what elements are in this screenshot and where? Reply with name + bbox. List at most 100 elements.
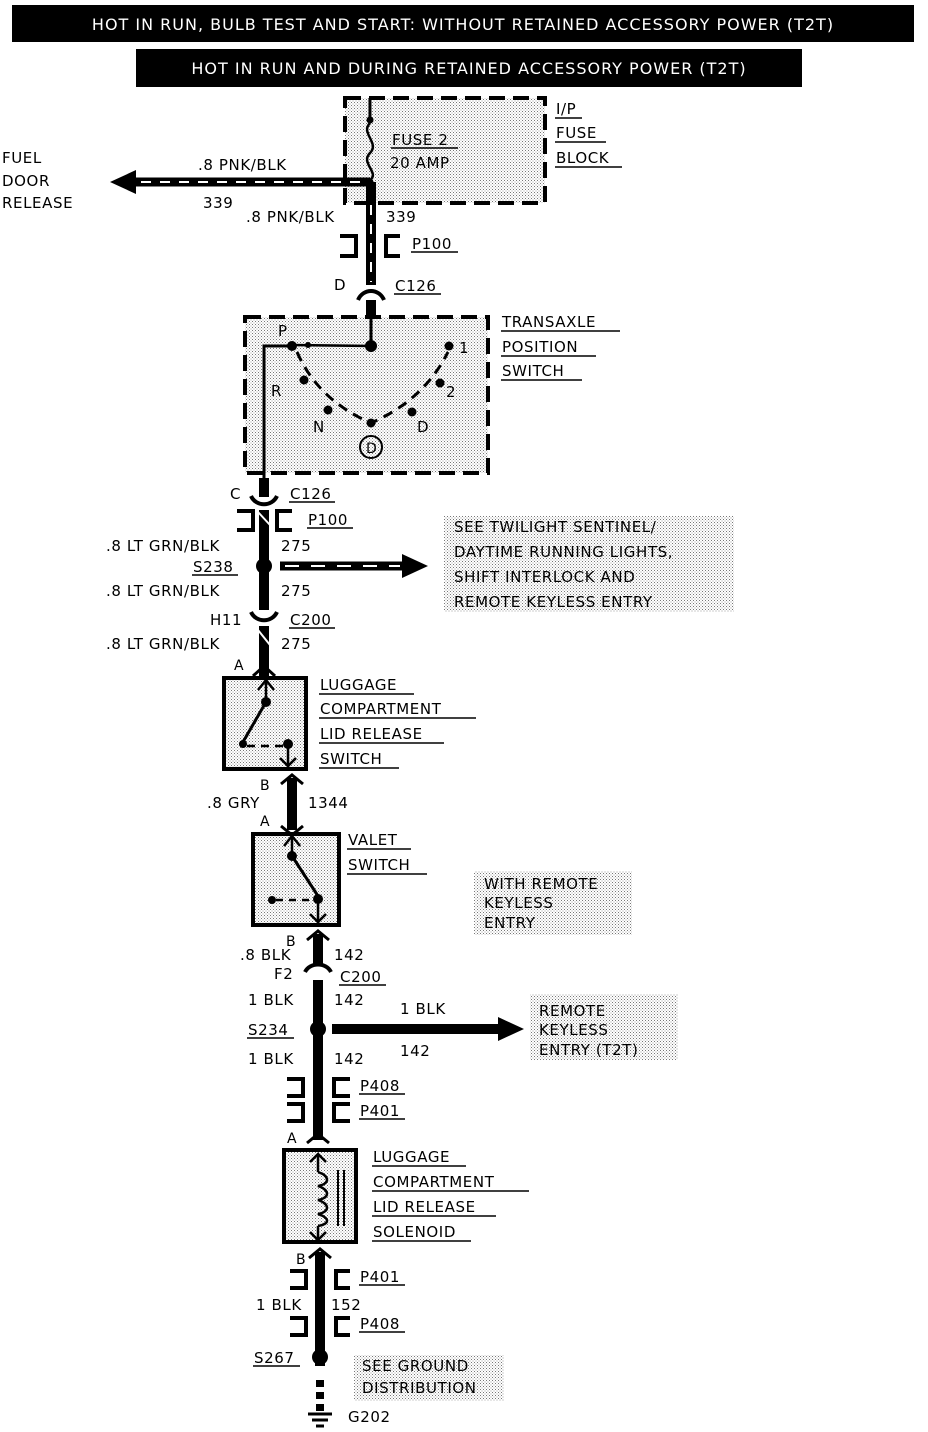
solenoid-pin-b: B (296, 1252, 306, 1268)
p100-upper-label: P100 (412, 235, 452, 253)
ground-note-shade (354, 1355, 504, 1401)
see-note-line-3: SHIFT INTERLOCK AND (454, 568, 635, 586)
solenoid-coil (317, 1170, 329, 1228)
ground-note-2: DISTRIBUTION (362, 1379, 477, 1397)
wire-142-circuit-3: 142 (334, 1050, 364, 1068)
transaxle-label-3: SWITCH (502, 362, 564, 380)
c126-pin-d: D (334, 276, 346, 294)
transaxle-label-1: TRANSAXLE (501, 313, 596, 331)
p100-lower-left-bracket (237, 509, 255, 532)
wire-142-gauge-2: 1 BLK (248, 991, 294, 1009)
fuse-block-label-3: BLOCK (556, 149, 610, 167)
p100-upper-left-bracket (340, 234, 358, 258)
c200-pin-f2: F2 (274, 965, 293, 983)
valet-note-shade (474, 871, 632, 935)
luggage-switch-label-4: SWITCH (320, 750, 382, 768)
wire-275-circuit-1: 275 (281, 537, 311, 555)
wire-terminal-arrow (308, 1247, 332, 1260)
luggage-switch-label-2: COMPARTMENT (320, 700, 442, 718)
p408-upper-right-bracket (332, 1077, 350, 1098)
solenoid-terminal (309, 1231, 327, 1242)
transaxle-contact-n (323, 405, 333, 415)
s238-branch-arrow (402, 554, 428, 578)
p100-upper-right-bracket (384, 234, 400, 258)
wire-1344-gauge: .8 GRY (207, 794, 260, 812)
transaxle-contact-2 (435, 378, 445, 388)
transaxle-contact-r (299, 375, 309, 385)
valet-switch-pin-a: A (260, 814, 270, 830)
fuse-terminal-top (366, 116, 374, 124)
p401-upper-right-bracket (332, 1102, 350, 1123)
p408-upper-label: P408 (360, 1077, 400, 1095)
transaxle-wiper (291, 343, 372, 348)
transaxle-pos-d-circle: D (366, 441, 377, 457)
fuel-door-circuit: 339 (203, 194, 233, 212)
c126-lower-connector (249, 494, 279, 507)
fuel-door-label-1: FUEL (2, 149, 42, 167)
solenoid-label-1: LUGGAGE (373, 1148, 450, 1166)
p401-lower-right-bracket (334, 1269, 350, 1290)
transaxle-contact-d2 (407, 407, 417, 417)
solenoid-label-4: SOLENOID (373, 1223, 456, 1241)
fuel-door-label-2: DOOR (2, 172, 50, 190)
p401-lower-left-bracket (290, 1269, 308, 1290)
wire-142-circuit-2: 142 (334, 991, 364, 1009)
see-note-line-2: DAYTIME RUNNING LIGHTS, (454, 543, 673, 561)
wire-275-circuit-2: 275 (281, 582, 311, 600)
header-top-text: HOT IN RUN, BULB TEST AND START: WITHOUT… (92, 15, 834, 34)
s234-branch-arrow (498, 1017, 524, 1041)
ground-id: G202 (348, 1408, 391, 1426)
c200-upper-connector (249, 610, 279, 623)
wire-275-gauge-3: .8 LT GRN/BLK (106, 635, 220, 653)
fuel-door-arrow (110, 170, 136, 194)
see-note-line-1: SEE TWILIGHT SENTINEL/ (454, 518, 657, 536)
rke-destination-1: REMOTE (539, 1002, 606, 1020)
valet-switch-blade (290, 855, 320, 897)
wire-152-circuit: 152 (331, 1296, 361, 1314)
wire-stripe (257, 511, 271, 526)
solenoid-label-2: COMPARTMENT (373, 1173, 495, 1191)
fuel-door-wire-label: .8 PNK/BLK (198, 156, 287, 174)
wire-terminal-arrow (306, 1132, 330, 1145)
wire-339-gauge: .8 PNK/BLK (246, 208, 335, 226)
fuel-door-label-3: RELEASE (2, 194, 73, 212)
header-second-banner (136, 49, 802, 87)
p100-lower-label: P100 (308, 511, 348, 529)
c126-upper-connector (356, 289, 386, 301)
transaxle-contact-d (366, 418, 376, 428)
transaxle-pos-r: R (271, 382, 282, 400)
header-top-banner (12, 5, 914, 42)
valet-switch-label-2: SWITCH (348, 856, 410, 874)
luggage-switch-blade (241, 701, 268, 743)
p408-lower-right-bracket (334, 1316, 350, 1337)
p408-lower-left-bracket (290, 1316, 308, 1337)
wire-275-gauge-2: .8 LT GRN/BLK (106, 582, 220, 600)
solenoid-label-3: LID RELEASE (373, 1198, 476, 1216)
p401-lower-label: P401 (360, 1268, 400, 1286)
c200-pin-h11: H11 (210, 611, 242, 629)
transaxle-contact-1 (444, 341, 454, 351)
transaxle-pos-1: 1 (459, 339, 469, 357)
wire-terminal-arrow (251, 663, 277, 678)
header-second-text: HOT IN RUN AND DURING RETAINED ACCESSORY… (191, 59, 746, 78)
luggage-switch-pin-a: A (234, 658, 244, 674)
wiper-contact (305, 342, 311, 348)
c200-lower-label: C200 (340, 968, 382, 986)
wire-339-circuit: 339 (386, 208, 416, 226)
fuse-symbol (365, 122, 375, 182)
wire-terminal-arrow (280, 773, 304, 786)
rke-destination-shade (530, 994, 678, 1060)
rke-destination-2: KEYLESS (539, 1021, 609, 1039)
transaxle-overdrive-circle (359, 435, 383, 459)
transaxle-pos-d: D (417, 418, 429, 436)
wire-142-gauge-3: 1 BLK (248, 1050, 294, 1068)
switch-terminal (309, 913, 327, 924)
switch-blade-tip (239, 740, 247, 748)
valet-switch-box (251, 832, 341, 927)
fuse-name: FUSE 2 (392, 131, 449, 149)
c200-lower-connector (303, 962, 333, 974)
c200-upper-label: C200 (290, 611, 332, 629)
splice-s234-label: S234 (248, 1021, 289, 1039)
p100-lower-right-bracket (275, 509, 292, 532)
see-note-shade (444, 516, 734, 612)
